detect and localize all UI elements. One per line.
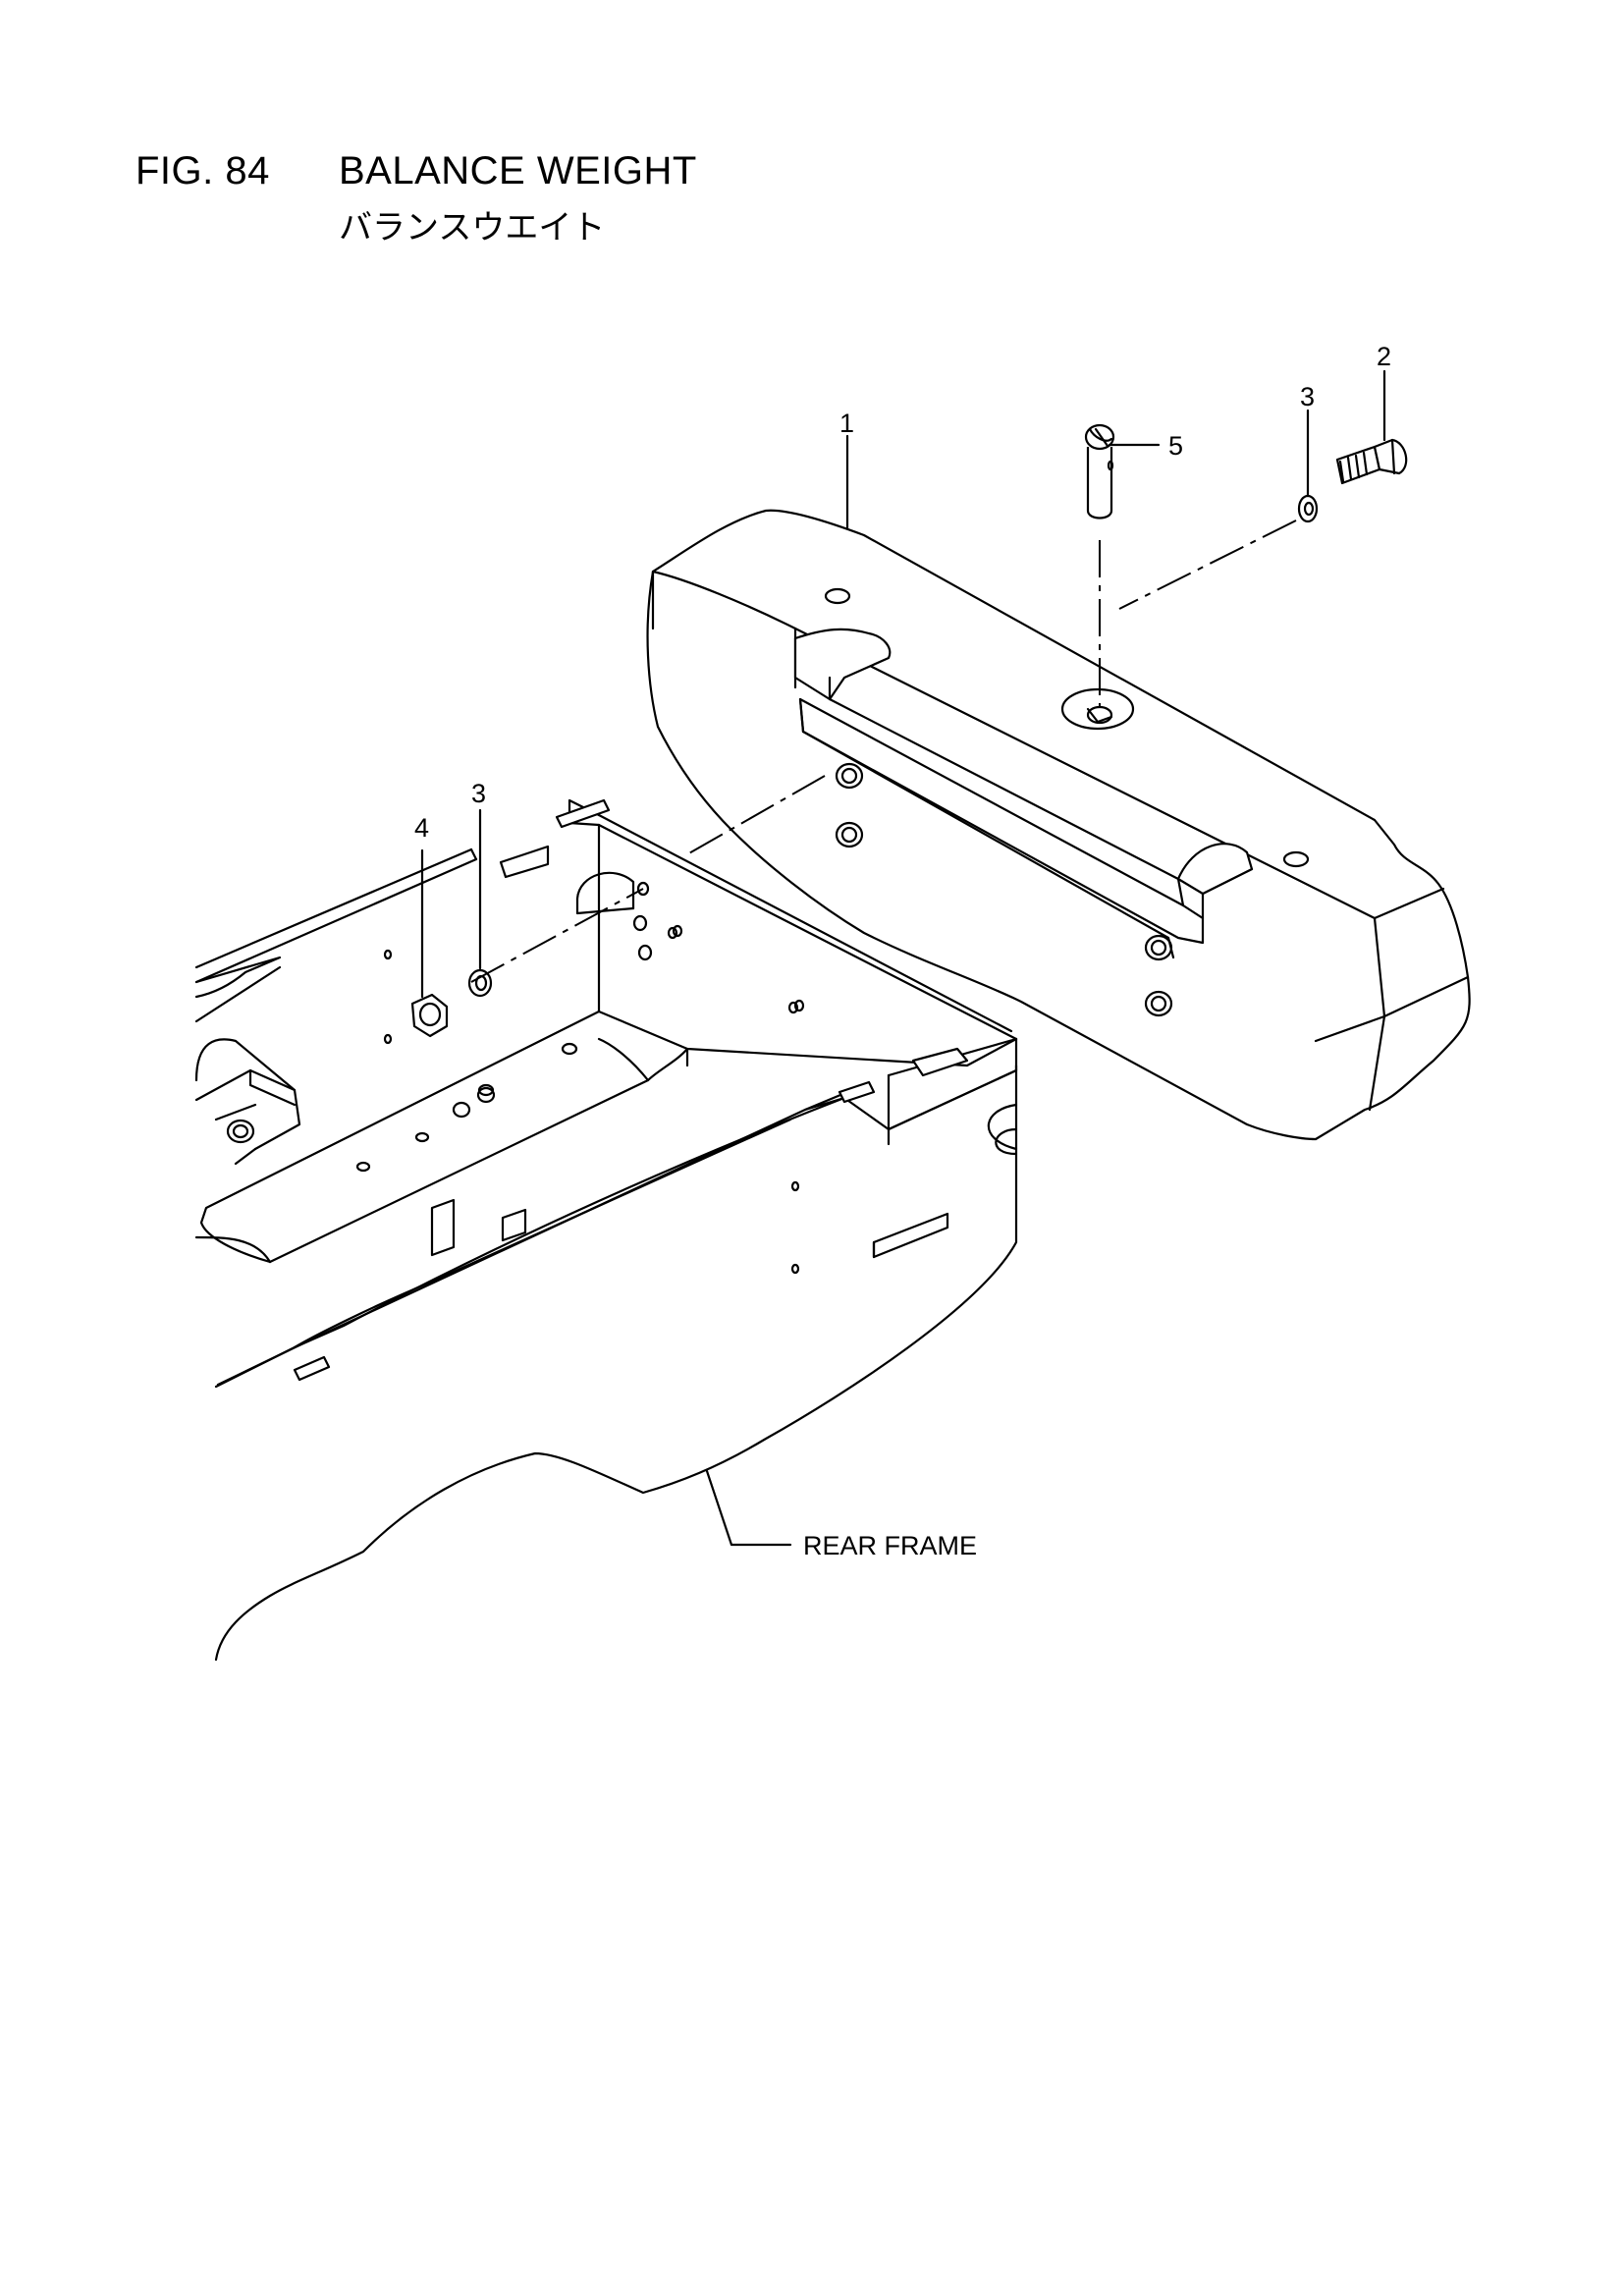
rear-frame-label: REAR FRAME (803, 1531, 977, 1560)
washer-lower (467, 968, 493, 998)
figure-title: BALANCE WEIGHT (339, 149, 697, 192)
balance-weight (646, 509, 1471, 1141)
rear-frame-floor (199, 1010, 601, 1264)
assembly-centerlines (470, 519, 1297, 983)
nut (410, 993, 449, 1038)
rear-frame (194, 798, 1018, 1662)
figure-number: FIG. 84 (135, 149, 270, 192)
leader-lines (420, 369, 1386, 1547)
rear-frame-skirt (214, 1064, 1018, 1662)
callout-2: 2 (1377, 342, 1391, 371)
callout-3-upper: 3 (1300, 382, 1315, 411)
pin (1084, 423, 1115, 519)
callout-4: 4 (414, 813, 429, 843)
callout-3-lower: 3 (471, 779, 486, 808)
callout-1: 1 (839, 409, 854, 438)
balance-weight-body (646, 509, 1471, 1141)
bolt (1335, 438, 1408, 485)
figure-subtitle: バランスウエイト (339, 208, 606, 247)
washer-upper (1297, 494, 1319, 523)
callout-5: 5 (1168, 431, 1183, 461)
